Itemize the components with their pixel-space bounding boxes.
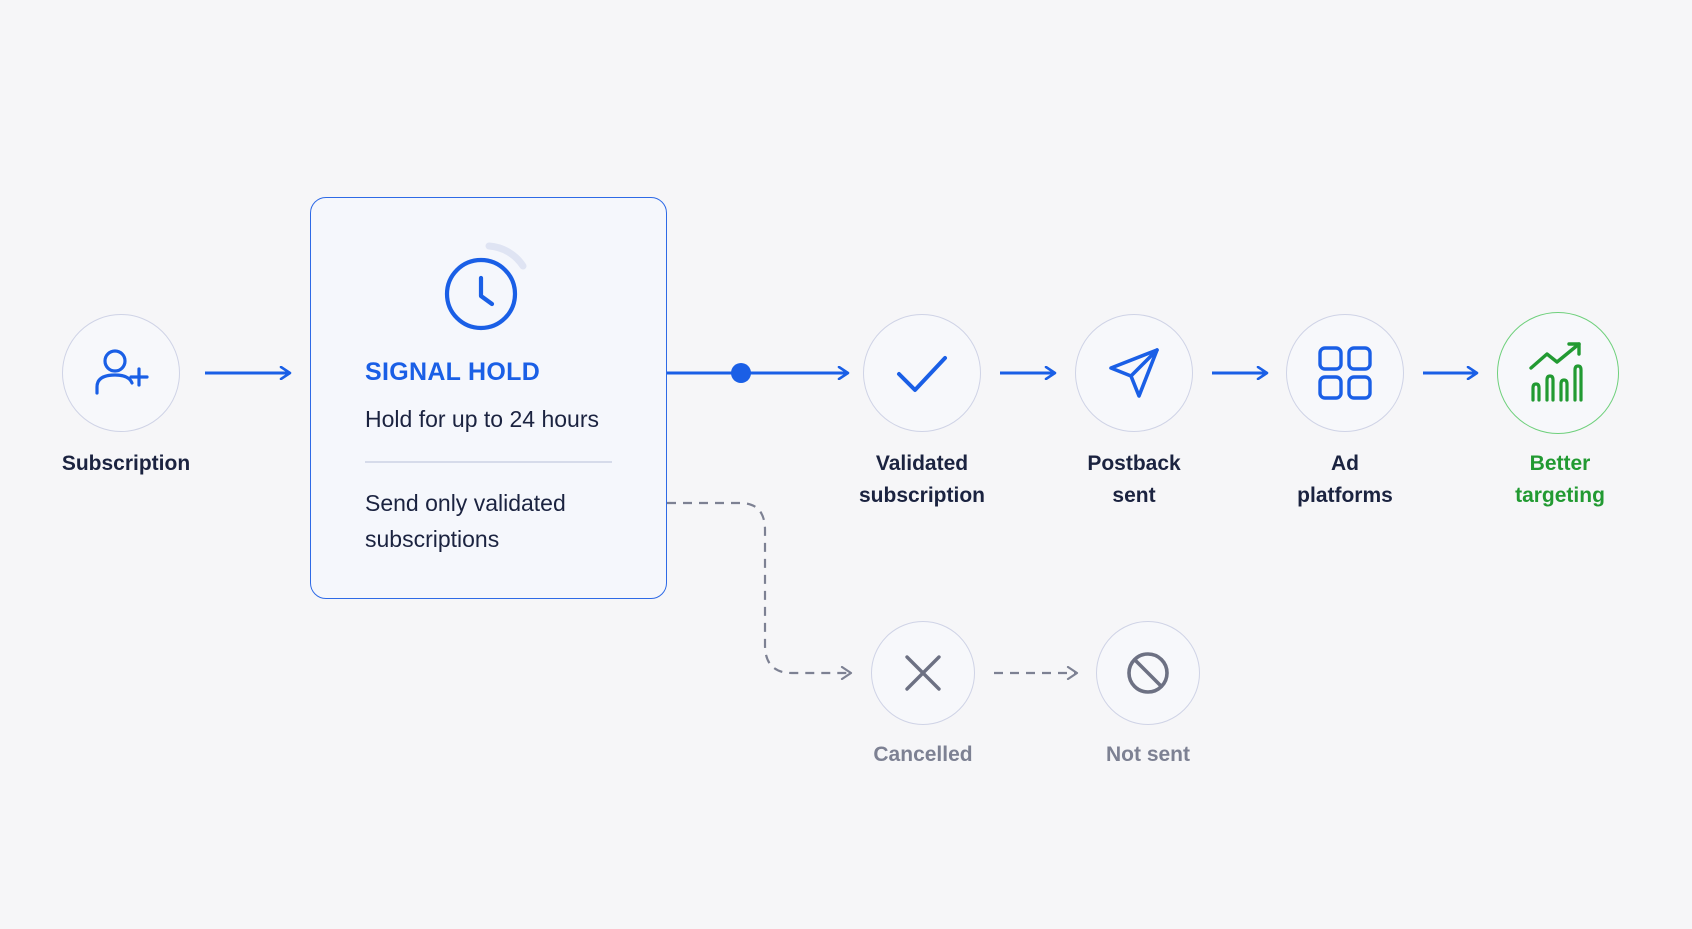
signal-hold-card: SIGNAL HOLD Hold for up to 24 hours Send… (310, 197, 667, 599)
postback-sent-label: Postback sent (1087, 452, 1181, 507)
postback-sent-node (1075, 314, 1193, 432)
subscription-node (62, 314, 180, 432)
signal-hold-note: Send only validated subscriptions (365, 490, 566, 552)
x-icon (901, 651, 945, 695)
check-icon (891, 342, 953, 404)
user-plus-icon (89, 341, 153, 405)
not-sent-label: Not sent (1106, 743, 1190, 766)
validated-subscription-label: Validated subscription (858, 452, 985, 507)
cancelled-label: Cancelled (873, 743, 973, 766)
not-sent-node (1096, 621, 1200, 725)
grid-icon (1314, 342, 1376, 404)
better-targeting-node (1497, 312, 1619, 434)
growth-chart-icon (1525, 340, 1591, 406)
send-icon (1103, 342, 1165, 404)
ban-icon (1124, 649, 1172, 697)
signal-hold-divider (365, 461, 612, 463)
subscription-label: Subscription (61, 452, 191, 475)
clock-icon (431, 238, 541, 348)
better-targeting-label: Better targeting (1515, 452, 1605, 507)
ad-platforms-label: Ad platforms (1297, 452, 1393, 507)
dashed-arrow-hold-to-cancelled (667, 501, 851, 673)
ad-platforms-node (1286, 314, 1404, 432)
signal-hold-subtitle: Hold for up to 24 hours (365, 406, 599, 432)
validated-subscription-node (863, 314, 981, 432)
hold-junction-dot (731, 363, 751, 383)
signal-hold-title: SIGNAL HOLD (365, 358, 541, 386)
cancelled-node (871, 621, 975, 725)
